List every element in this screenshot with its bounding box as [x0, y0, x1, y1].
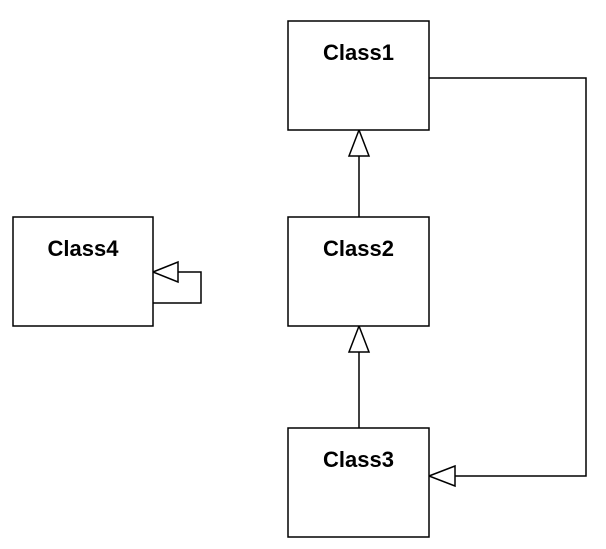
class-box-class1[interactable]: Class1 — [287, 20, 430, 131]
class-name: Class3 — [323, 447, 394, 472]
class-name: Class4 — [48, 236, 120, 261]
edge-class4-self — [153, 271, 202, 304]
class-name: Class1 — [323, 40, 394, 65]
arrowhead-class2 — [347, 323, 371, 353]
class-box-class4[interactable]: Class4 — [12, 216, 154, 327]
class-box-class3[interactable]: Class3 — [287, 427, 430, 538]
arrowhead-class3 — [426, 464, 456, 488]
arrowhead-class1 — [347, 127, 371, 157]
class-box-class2[interactable]: Class2 — [287, 216, 430, 327]
class-name: Class2 — [323, 236, 394, 261]
edge-class1-to-class3 — [429, 77, 587, 477]
arrowhead-class4 — [150, 260, 179, 284]
